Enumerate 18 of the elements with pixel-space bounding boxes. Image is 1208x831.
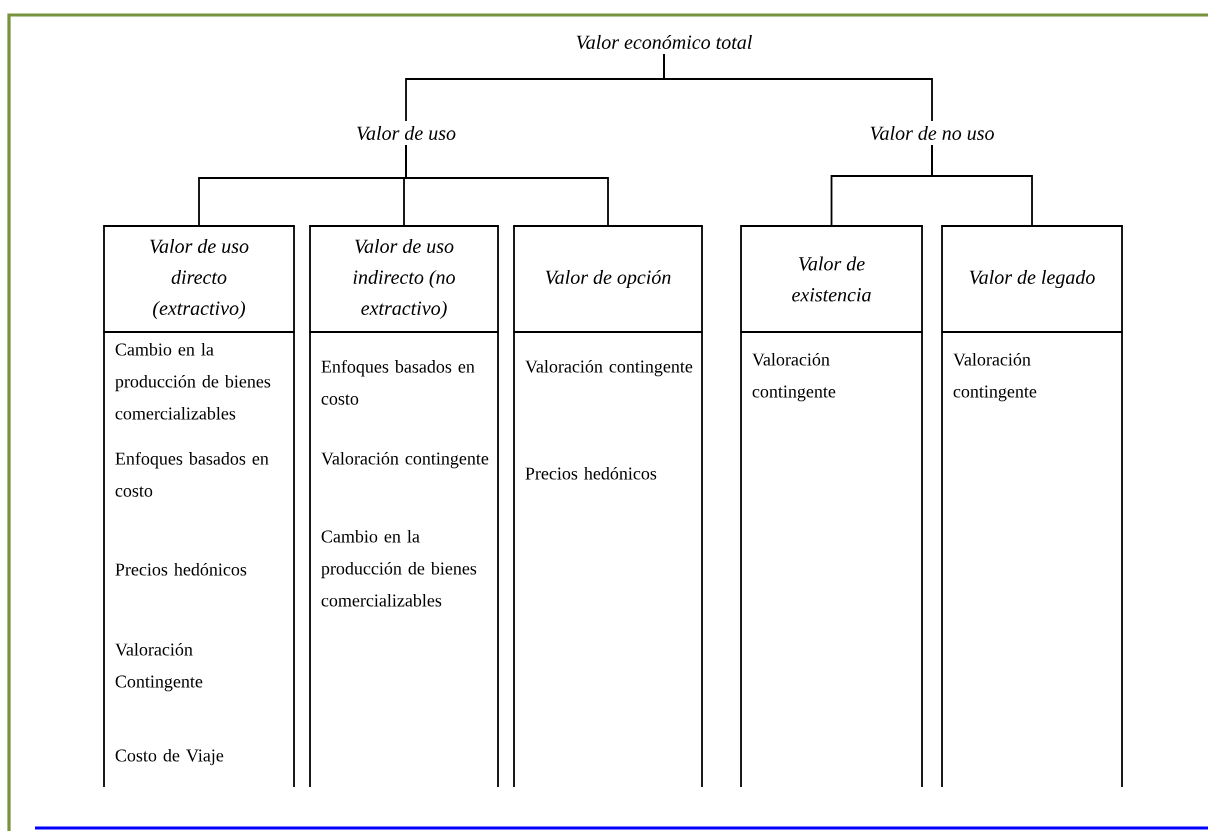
category-label: Valor económico total [576, 34, 752, 50]
category-label: Valor de uso [357, 125, 456, 141]
method-text: Costo de Viaje [115, 748, 224, 766]
tree-connector [931, 144, 1033, 226]
tree-connector [663, 53, 933, 122]
method-text: Valoración contingente [953, 352, 1037, 402]
method-text: Precios hedónicos [525, 466, 657, 480]
tree-connector [405, 144, 609, 226]
method-text: Valoración contingente [321, 451, 489, 469]
method-text: Valoración Contingente [115, 642, 203, 692]
method-text: Precios hedónicos [115, 562, 247, 576]
method-text: Cambio en la producción de bienes comercializables [115, 342, 271, 420]
method-text: Valoración contingente [525, 359, 693, 377]
method-text: Enfoques basados en costo [115, 451, 269, 497]
category-label: Valor de no uso [870, 125, 994, 141]
method-text: Valoración contingente [752, 352, 836, 402]
method-text: Cambio en la producción de bienes comercializables [321, 529, 477, 607]
method-text: Enfoques basados en costo [321, 359, 475, 405]
